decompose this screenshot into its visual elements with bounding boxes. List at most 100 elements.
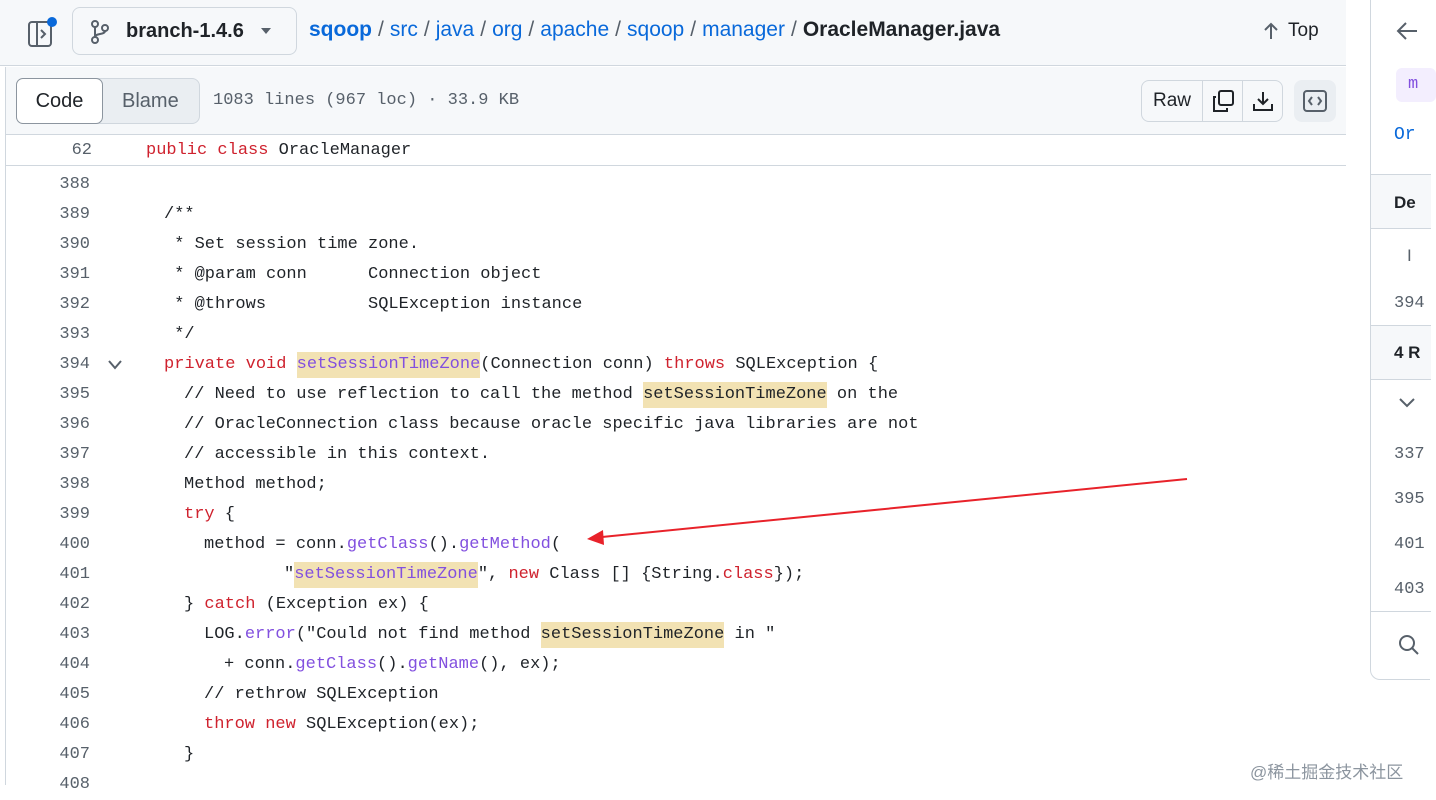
code-row: 397 // accessible in this context.: [6, 440, 1346, 470]
line-number[interactable]: 405: [59, 685, 90, 704]
search-icon[interactable]: [1397, 633, 1421, 657]
line-number[interactable]: 397: [59, 445, 90, 464]
arrow-left-icon[interactable]: [1395, 20, 1419, 42]
reference-line-ref[interactable]: 395: [1394, 490, 1425, 509]
symbols-panel-button[interactable]: [1294, 80, 1336, 122]
line-number[interactable]: 388: [59, 175, 90, 194]
code-row: 390 * Set session time zone.: [6, 230, 1346, 260]
symbols-panel: m Or De I 394 4 R 337 395 401 403: [1370, 0, 1436, 680]
sticky-scope-line: 62 public class OracleManager: [5, 135, 1346, 166]
line-number[interactable]: 408: [59, 775, 90, 794]
tab-code[interactable]: Code: [16, 78, 103, 124]
code-line: }: [184, 745, 195, 764]
code-line: * Set session time zone.: [164, 235, 420, 254]
file-info: 1083 lines (967 loc) · 33.9 KB: [213, 91, 520, 110]
code-row: 392 * @throws SQLException instance: [6, 290, 1346, 320]
code-line: LOG.error("Could not find method setSess…: [204, 622, 775, 648]
divider: [1371, 611, 1431, 612]
line-number[interactable]: 401: [59, 565, 90, 584]
line-number[interactable]: 399: [59, 505, 90, 524]
line-number[interactable]: 62: [71, 141, 92, 160]
code-line: /**: [164, 205, 195, 224]
fold-chevron-icon[interactable]: [106, 357, 124, 373]
line-number[interactable]: 394: [59, 355, 90, 374]
line-number[interactable]: 392: [59, 295, 90, 314]
code-row: 395 // Need to use reflection to call th…: [6, 380, 1346, 410]
copy-raw-button[interactable]: [1202, 81, 1242, 121]
line-number[interactable]: 389: [59, 205, 90, 224]
code-line: Method method;: [184, 475, 327, 494]
divider: [1371, 228, 1431, 229]
breadcrumb-repo-link[interactable]: sqoop: [309, 18, 372, 41]
symbol-link[interactable]: Or: [1394, 125, 1416, 145]
breadcrumb-link-src[interactable]: src: [389, 18, 418, 41]
line-number[interactable]: 402: [59, 595, 90, 614]
code-line: */: [164, 325, 195, 344]
reference-line-ref[interactable]: 403: [1394, 580, 1425, 599]
chevron-down-icon[interactable]: [1397, 396, 1417, 410]
line-number[interactable]: 400: [59, 535, 90, 554]
code-row: 407 }: [6, 740, 1346, 770]
breadcrumb-link-sqoop[interactable]: sqoop: [627, 18, 685, 41]
breadcrumb-link-org[interactable]: org: [492, 18, 523, 41]
download-icon: [1252, 92, 1273, 111]
line-number[interactable]: 390: [59, 235, 90, 254]
tab-blame[interactable]: Blame: [122, 89, 179, 112]
breadcrumb-link-manager[interactable]: manager: [702, 18, 785, 41]
code-row: 398 Method method;: [6, 470, 1346, 500]
caret-down-icon: [261, 28, 271, 34]
file-header: branch-1.4.6 sqoop/src/java/org/apache/s…: [0, 0, 1346, 66]
raw-button[interactable]: Raw: [1152, 90, 1191, 111]
file-toolbar: Code Blame 1083 lines (967 loc) · 33.9 K…: [5, 67, 1346, 135]
code-line: // Need to use reflection to call the me…: [184, 382, 898, 408]
code-row: 400 method = conn.getClass().getMethod(: [6, 530, 1346, 560]
code-line: // rethrow SQLException: [204, 685, 439, 704]
download-button[interactable]: [1242, 81, 1282, 121]
watermark: @稀土掘金技术社区: [1250, 763, 1404, 782]
line-number[interactable]: 391: [59, 265, 90, 284]
line-number[interactable]: 407: [59, 745, 90, 764]
symbol-chip[interactable]: m: [1396, 68, 1436, 102]
code-row: 402 } catch (Exception ex) {: [6, 590, 1346, 620]
line-number[interactable]: 393: [59, 325, 90, 344]
section-header: [1371, 175, 1431, 228]
breadcrumb-link-java[interactable]: java: [435, 18, 475, 41]
line-number[interactable]: 396: [59, 415, 90, 434]
code-row: 391 * @param conn Connection object: [6, 260, 1346, 290]
code-line: } catch (Exception ex) {: [184, 595, 429, 614]
line-number[interactable]: 398: [59, 475, 90, 494]
branch-selector-button[interactable]: branch-1.4.6: [72, 7, 297, 55]
code-row: 389 /**: [6, 200, 1346, 230]
code-square-icon: [1303, 90, 1327, 112]
breadcrumb-current-file: OracleManager.java: [802, 18, 1001, 41]
definition-line-ref[interactable]: 394: [1394, 294, 1425, 313]
definition-item[interactable]: I: [1407, 246, 1412, 265]
reference-line-ref[interactable]: 337: [1394, 445, 1425, 464]
code-row: 393 */: [6, 320, 1346, 350]
breadcrumb-separator: /: [790, 18, 797, 41]
code-row: 403 LOG.error("Could not find method set…: [6, 620, 1346, 650]
code-line: throw new SQLException(ex);: [204, 715, 480, 734]
code-line: public class OracleManager: [146, 141, 412, 160]
line-number[interactable]: 406: [59, 715, 90, 734]
reference-line-ref[interactable]: 401: [1394, 535, 1425, 554]
sidebar-expand-icon: [28, 17, 57, 47]
code-row: 405 // rethrow SQLException: [6, 680, 1346, 710]
breadcrumb-separator: /: [690, 18, 697, 41]
line-number[interactable]: 404: [59, 655, 90, 674]
branch-name: branch-1.4.6: [126, 20, 244, 42]
code-row: 396 // OracleConnection class because or…: [6, 410, 1346, 440]
expand-file-tree-button[interactable]: [26, 16, 60, 50]
code-row: 399 try {: [6, 500, 1346, 530]
code-row: 408: [6, 770, 1346, 800]
line-number[interactable]: 403: [59, 625, 90, 644]
line-number[interactable]: 395: [59, 385, 90, 404]
breadcrumb-link-apache[interactable]: apache: [540, 18, 610, 41]
code-row: 388: [6, 170, 1346, 200]
breadcrumb-separator: /: [378, 18, 384, 41]
code-line: * @throws SQLException instance: [164, 295, 583, 314]
file-actions-group: Raw: [1141, 80, 1283, 122]
breadcrumb: sqoop/src/java/org/apache/sqoop/manager/…: [309, 18, 1000, 42]
code-line: "setSessionTimeZone", new Class [] {Stri…: [284, 562, 804, 588]
top-button[interactable]: Top: [1262, 20, 1319, 42]
